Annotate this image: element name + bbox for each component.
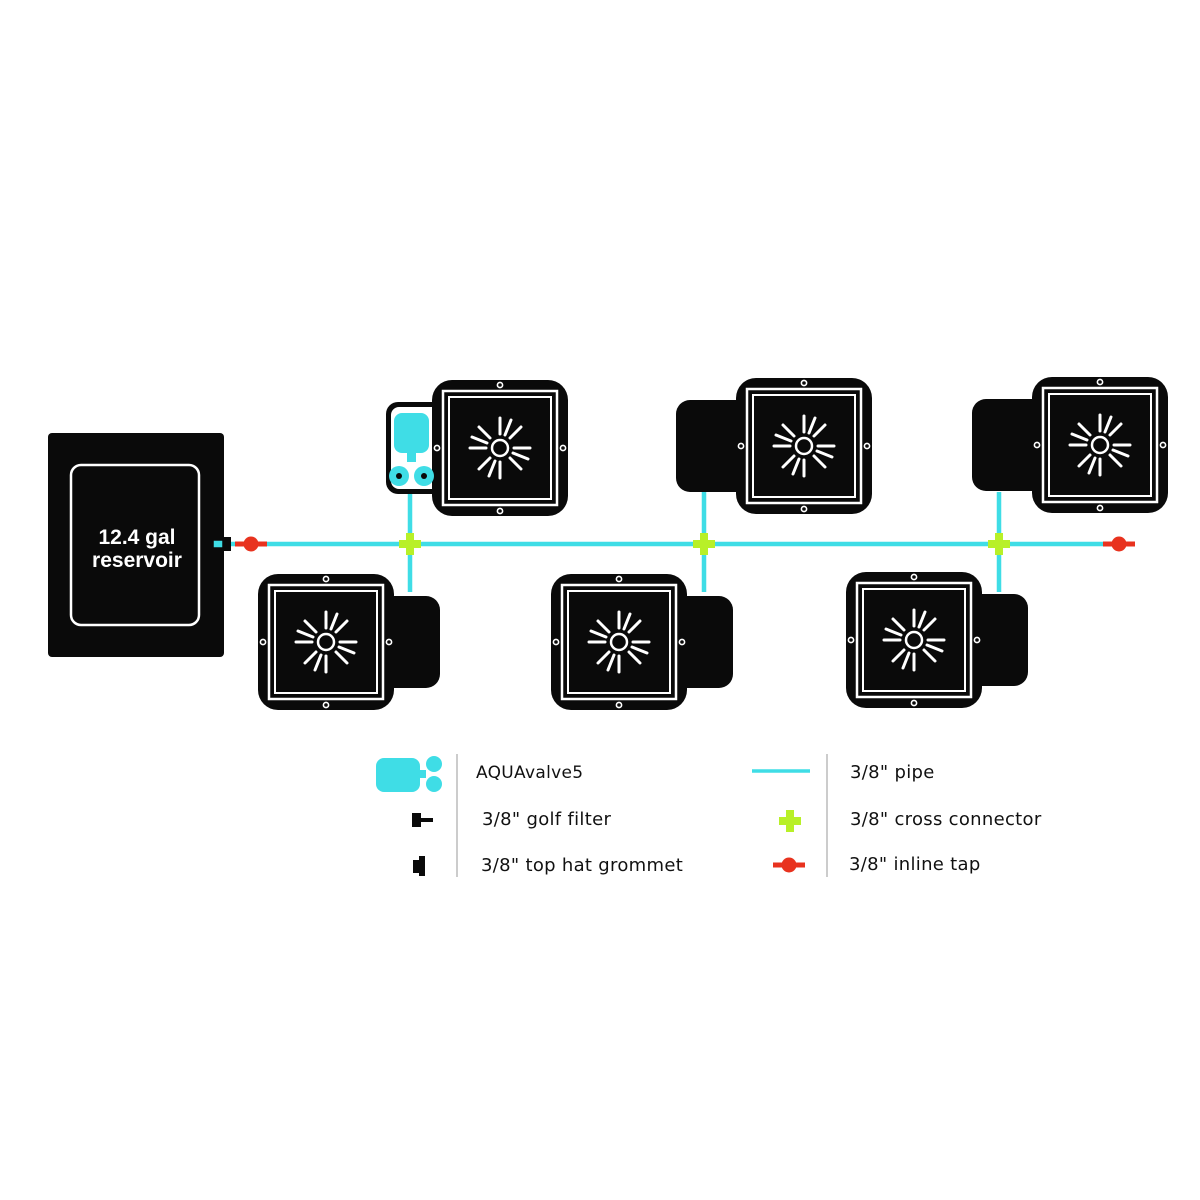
cross-connector-3 — [988, 533, 1010, 555]
legend-label-pipe: 3/8" pipe — [850, 762, 935, 783]
legend-label-golf-filter: 3/8" golf filter — [482, 809, 612, 830]
bottom-unit-1 — [258, 574, 440, 710]
inline-tap-end — [1103, 536, 1135, 552]
legend-label-aquavalve: AQUAvalve5 — [476, 763, 584, 783]
bottom-unit-3 — [846, 572, 1028, 708]
legend-aquavalve-icon — [376, 756, 442, 792]
reservoir-label: reservoir — [92, 549, 182, 572]
outlet-fitting — [204, 537, 231, 551]
legend-label-inline-tap: 3/8" inline tap — [849, 854, 981, 875]
legend-cross-connector-icon — [779, 810, 801, 832]
inline-tap-start — [235, 536, 267, 552]
top-unit-3 — [972, 377, 1168, 513]
legend-label-cross-connector: 3/8" cross connector — [850, 809, 1042, 830]
reservoir-capacity: 12.4 gal — [98, 526, 175, 549]
bottom-unit-2 — [551, 574, 733, 710]
legend-top-hat-grommet-icon — [413, 856, 425, 876]
reservoir-tank: 12.4 gal reservoir — [48, 433, 224, 657]
legend-inline-tap-icon — [773, 857, 805, 873]
cross-connector-1 — [399, 533, 421, 555]
aquavalve-icon — [389, 413, 434, 486]
legend-golf-filter-icon — [412, 813, 433, 827]
legend-label-top-hat-grommet: 3/8" top hat grommet — [481, 855, 684, 876]
top-unit-1 — [386, 380, 568, 516]
cross-connector-2 — [693, 533, 715, 555]
